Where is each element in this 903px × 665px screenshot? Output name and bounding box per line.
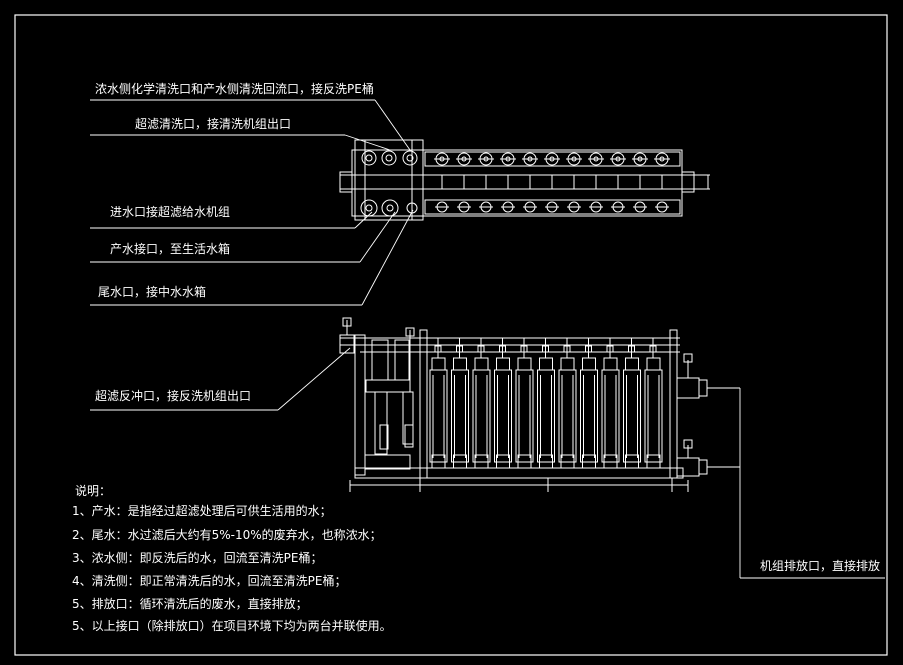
note-item: 4、清洗侧：即正常清洗后的水，回流至清洗PE桶； [72, 574, 347, 588]
note-item: 5、以上接口（除排放口）在项目环境下均为两台并联使用。 [72, 619, 392, 633]
top-module [478, 152, 494, 213]
membrane-module [580, 338, 598, 469]
top-module [522, 152, 538, 213]
label-product-water-port: 产水接口，至生活水箱 [110, 242, 231, 256]
top-module [544, 152, 560, 213]
label-inlet-port: 进水口接超滤给水机组 [110, 205, 231, 219]
membrane-module [515, 338, 534, 469]
note-item: 2、尾水：水过滤后大约有5%-10%的废弃水，也称浓水； [72, 528, 382, 542]
note-item: 1、产水：是指经过超滤处理后可供生活用的水； [72, 504, 332, 518]
label-tail-water-port: 尾水口，接中水水箱 [98, 285, 207, 299]
membrane-module [601, 338, 620, 469]
top-module [456, 152, 472, 213]
top-module [610, 152, 626, 213]
leader-lines [90, 99, 885, 579]
label-drain-port: 机组排放口，直接排放 [760, 559, 881, 573]
top-module [632, 152, 648, 213]
label-uf-wash-port: 超滤清洗口，接清洗机组出口 [135, 117, 292, 131]
top-module [500, 152, 516, 213]
notes-title: 说明： [75, 484, 112, 498]
membrane-module [558, 338, 577, 469]
top-view-modules [434, 152, 670, 213]
front-view-modules [429, 338, 663, 469]
membrane-module [451, 338, 469, 469]
top-module [434, 152, 450, 213]
drawing-border [14, 14, 888, 656]
membrane-module [429, 338, 448, 469]
membrane-module [644, 338, 663, 469]
membrane-module [494, 338, 512, 469]
note-item: 5、排放口：循环清洗后的废水，直接排放； [72, 597, 308, 611]
membrane-module [537, 338, 555, 469]
top-module [654, 152, 670, 213]
label-chemical-wash-port: 浓水侧化学清洗口和产水侧清洗回流口，接反洗PE桶 [95, 82, 374, 96]
membrane-module [472, 338, 491, 469]
front-view-assembly [339, 317, 708, 492]
top-module [566, 152, 582, 213]
membrane-module [623, 338, 641, 469]
note-item: 3、浓水侧：即反洗后的水，回流至清洗PE桶； [72, 551, 323, 565]
label-backwash-port: 超滤反冲口，接反洗机组出口 [95, 389, 252, 403]
top-module [588, 152, 604, 213]
